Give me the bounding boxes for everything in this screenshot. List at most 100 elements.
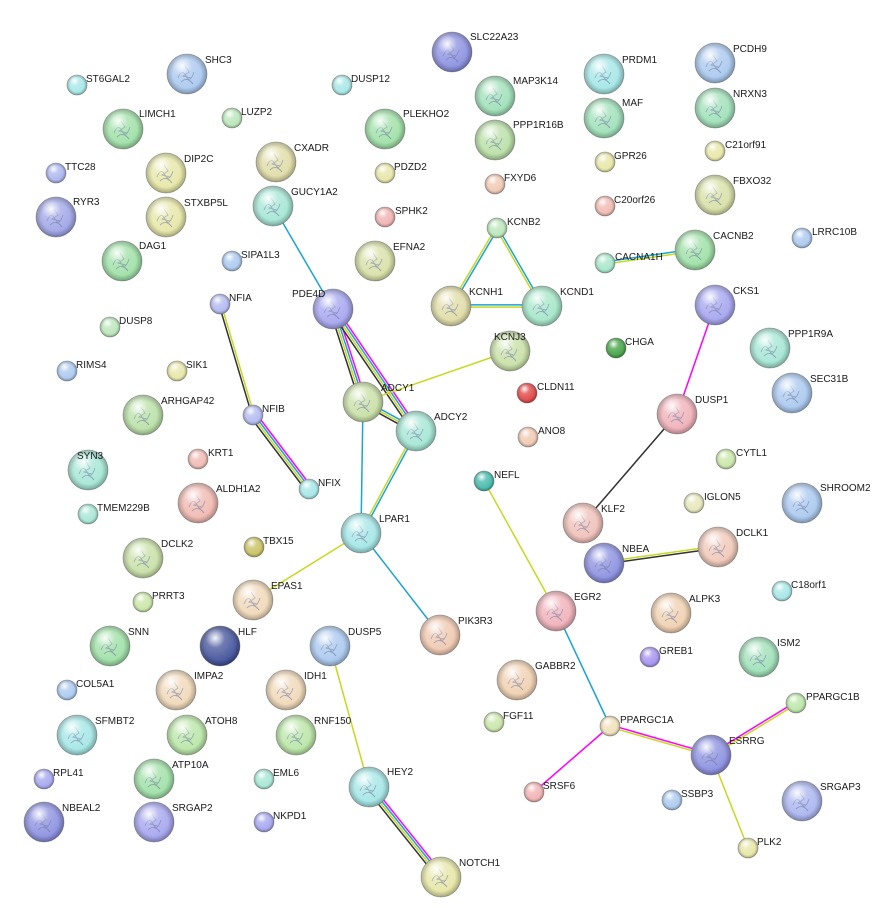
node-sik1[interactable]: SIK1 (166, 360, 208, 382)
node-hey2[interactable]: HEY2 (348, 766, 414, 808)
node-gucy1a2[interactable]: GUCY1A2 (252, 185, 338, 227)
node-ppargc1a[interactable]: PPARGC1A (599, 715, 674, 737)
edge-egr2-ppargc1a[interactable] (555, 610, 611, 727)
node-stxbp5l[interactable]: STXBP5L (145, 196, 228, 238)
node-ano8[interactable]: ANO8 (517, 426, 566, 448)
node-sphk2[interactable]: SPHK2 (374, 206, 428, 228)
node-prdm1[interactable]: PRDM1 (583, 53, 657, 95)
node-c21orf91[interactable]: C21orf91 (704, 140, 767, 162)
node-plekho2[interactable]: PLEKHO2 (364, 108, 450, 150)
node-nbea[interactable]: NBEA (583, 542, 650, 584)
node-epas1[interactable]: EPAS1 (232, 579, 303, 621)
node-cldn11[interactable]: CLDN11 (516, 382, 575, 404)
node-adcy1[interactable]: ADCY1 (342, 381, 415, 423)
node-hlf[interactable]: HLF (199, 625, 257, 667)
node-ppargc1b[interactable]: PPARGC1B (785, 692, 860, 714)
node-dclk2[interactable]: DCLK2 (122, 537, 194, 579)
edge-adcy1-lpar1[interactable] (360, 401, 364, 534)
node-nkpd1[interactable]: NKPD1 (253, 811, 307, 833)
node-st6gal2[interactable]: ST6GAL2 (66, 74, 130, 96)
node-dclk1[interactable]: DCLK1 (697, 526, 769, 568)
node-gabbr2[interactable]: GABBR2 (496, 659, 576, 701)
node-cacna1h[interactable]: CACNA1H (594, 252, 663, 274)
node-greb1[interactable]: GREB1 (639, 646, 693, 668)
node-atoh8[interactable]: ATOH8 (166, 714, 238, 756)
edge-adcy1-kcnj3[interactable] (362, 350, 511, 403)
edge-dusp1-klf2[interactable] (582, 413, 678, 524)
node-rpl41[interactable]: RPL41 (33, 768, 84, 790)
node-arhgap42[interactable]: ARHGAP42 (122, 394, 215, 436)
node-alpk3[interactable]: ALPK3 (650, 592, 721, 634)
node-luzp2[interactable]: LUZP2 (221, 107, 273, 129)
node-ppp1r9a[interactable]: PPP1R9A (749, 327, 833, 369)
node-ttc28[interactable]: TTC28 (45, 162, 96, 184)
edge-lpar1-epas1[interactable] (252, 532, 362, 601)
node-chga[interactable]: CHGA (605, 337, 654, 359)
node-lpar1[interactable]: LPAR1 (340, 512, 410, 554)
node-sfmbt2[interactable]: SFMBT2 (56, 714, 135, 756)
node-snn[interactable]: SNN (89, 625, 149, 667)
node-slc22a23[interactable]: SLC22A23 (431, 31, 519, 73)
node-impa2[interactable]: IMPA2 (155, 669, 224, 711)
node-gpr26[interactable]: GPR26 (594, 151, 647, 173)
node-fxyd6[interactable]: FXYD6 (484, 173, 537, 195)
edge-pde4d-adcy2[interactable] (329, 306, 420, 434)
node-nfia[interactable]: NFIA (209, 293, 252, 315)
node-adcy2[interactable]: ADCY2 (395, 410, 468, 452)
edge-dusp5-hey2[interactable] (329, 645, 370, 788)
node-tmem229b[interactable]: TMEM229B (77, 503, 150, 525)
node-idh1[interactable]: IDH1 (265, 669, 327, 711)
node-ryr3[interactable]: RYR3 (35, 196, 100, 238)
node-limch1[interactable]: LIMCH1 (102, 108, 176, 150)
node-dusp5[interactable]: DUSP5 (309, 625, 382, 667)
node-krt1[interactable]: KRT1 (187, 448, 234, 470)
node-plk2[interactable]: PLK2 (737, 837, 782, 859)
node-dusp12[interactable]: DUSP12 (331, 74, 390, 96)
node-shroom2[interactable]: SHROOM2 (781, 482, 871, 524)
node-iglon5[interactable]: IGLON5 (683, 492, 741, 514)
node-kcnd1[interactable]: KCND1 (521, 285, 594, 327)
node-cacnb2[interactable]: CACNB2 (674, 229, 754, 271)
node-fgf11[interactable]: FGF11 (483, 711, 534, 733)
node-srgap2[interactable]: SRGAP2 (133, 801, 213, 843)
node-pde4d[interactable]: PDE4D (292, 288, 354, 330)
node-c18orf1[interactable]: C18orf1 (771, 580, 827, 602)
node-pik3r3[interactable]: PIK3R3 (419, 614, 493, 656)
node-ism2[interactable]: ISM2 (738, 636, 801, 678)
node-prrt3[interactable]: PRRT3 (132, 591, 185, 613)
node-nrxn3[interactable]: NRXN3 (694, 87, 767, 129)
node-efna2[interactable]: EFNA2 (354, 240, 426, 282)
node-fbxo32[interactable]: FBXO32 (694, 174, 772, 216)
node-ppp1r16b[interactable]: PPP1R16B (474, 119, 564, 161)
node-pdzd2[interactable]: PDZD2 (374, 162, 427, 184)
node-egr2[interactable]: EGR2 (535, 590, 602, 632)
node-col5a1[interactable]: COL5A1 (56, 679, 115, 701)
node-srgap3[interactable]: SRGAP3 (781, 780, 861, 822)
node-maf[interactable]: MAF (583, 97, 643, 139)
node-nbeal2[interactable]: NBEAL2 (23, 801, 101, 843)
node-cxadr[interactable]: CXADR (255, 141, 329, 183)
node-rims4[interactable]: RIMS4 (56, 360, 107, 382)
node-cks1[interactable]: CKS1 (694, 284, 760, 326)
edge-lpar1-pik3r3[interactable] (360, 532, 441, 636)
node-c20orf26[interactable]: C20orf26 (594, 195, 656, 217)
edge-nfib-nfix[interactable] (249, 412, 313, 492)
node-srsf6[interactable]: SRSF6 (523, 781, 576, 803)
node-nfib[interactable]: NFIB (242, 404, 285, 426)
edge-nfia-nfib[interactable] (218, 302, 255, 417)
node-ssbp3[interactable]: SSBP3 (661, 789, 714, 811)
node-eml6[interactable]: EML6 (253, 768, 300, 790)
node-notch1[interactable]: NOTCH1 (420, 856, 501, 898)
node-kcnh1[interactable]: KCNH1 (430, 285, 503, 327)
node-dip2c[interactable]: DIP2C (145, 152, 213, 194)
node-kcnb2[interactable]: KCNB2 (486, 217, 541, 239)
node-cytl1[interactable]: CYTL1 (715, 448, 768, 470)
node-nfix[interactable]: NFIX (298, 478, 341, 500)
node-dusp1[interactable]: DUSP1 (656, 393, 729, 435)
node-sec31b[interactable]: SEC31B (771, 372, 849, 414)
edge-ppargc1a-srsf6[interactable] (533, 725, 611, 793)
node-syn3[interactable]: SYN3 (67, 449, 109, 491)
node-aldh1a2[interactable]: ALDH1A2 (177, 482, 261, 524)
node-rnf150[interactable]: RNF150 (275, 714, 352, 756)
edge-nefl-egr2[interactable] (483, 480, 557, 612)
